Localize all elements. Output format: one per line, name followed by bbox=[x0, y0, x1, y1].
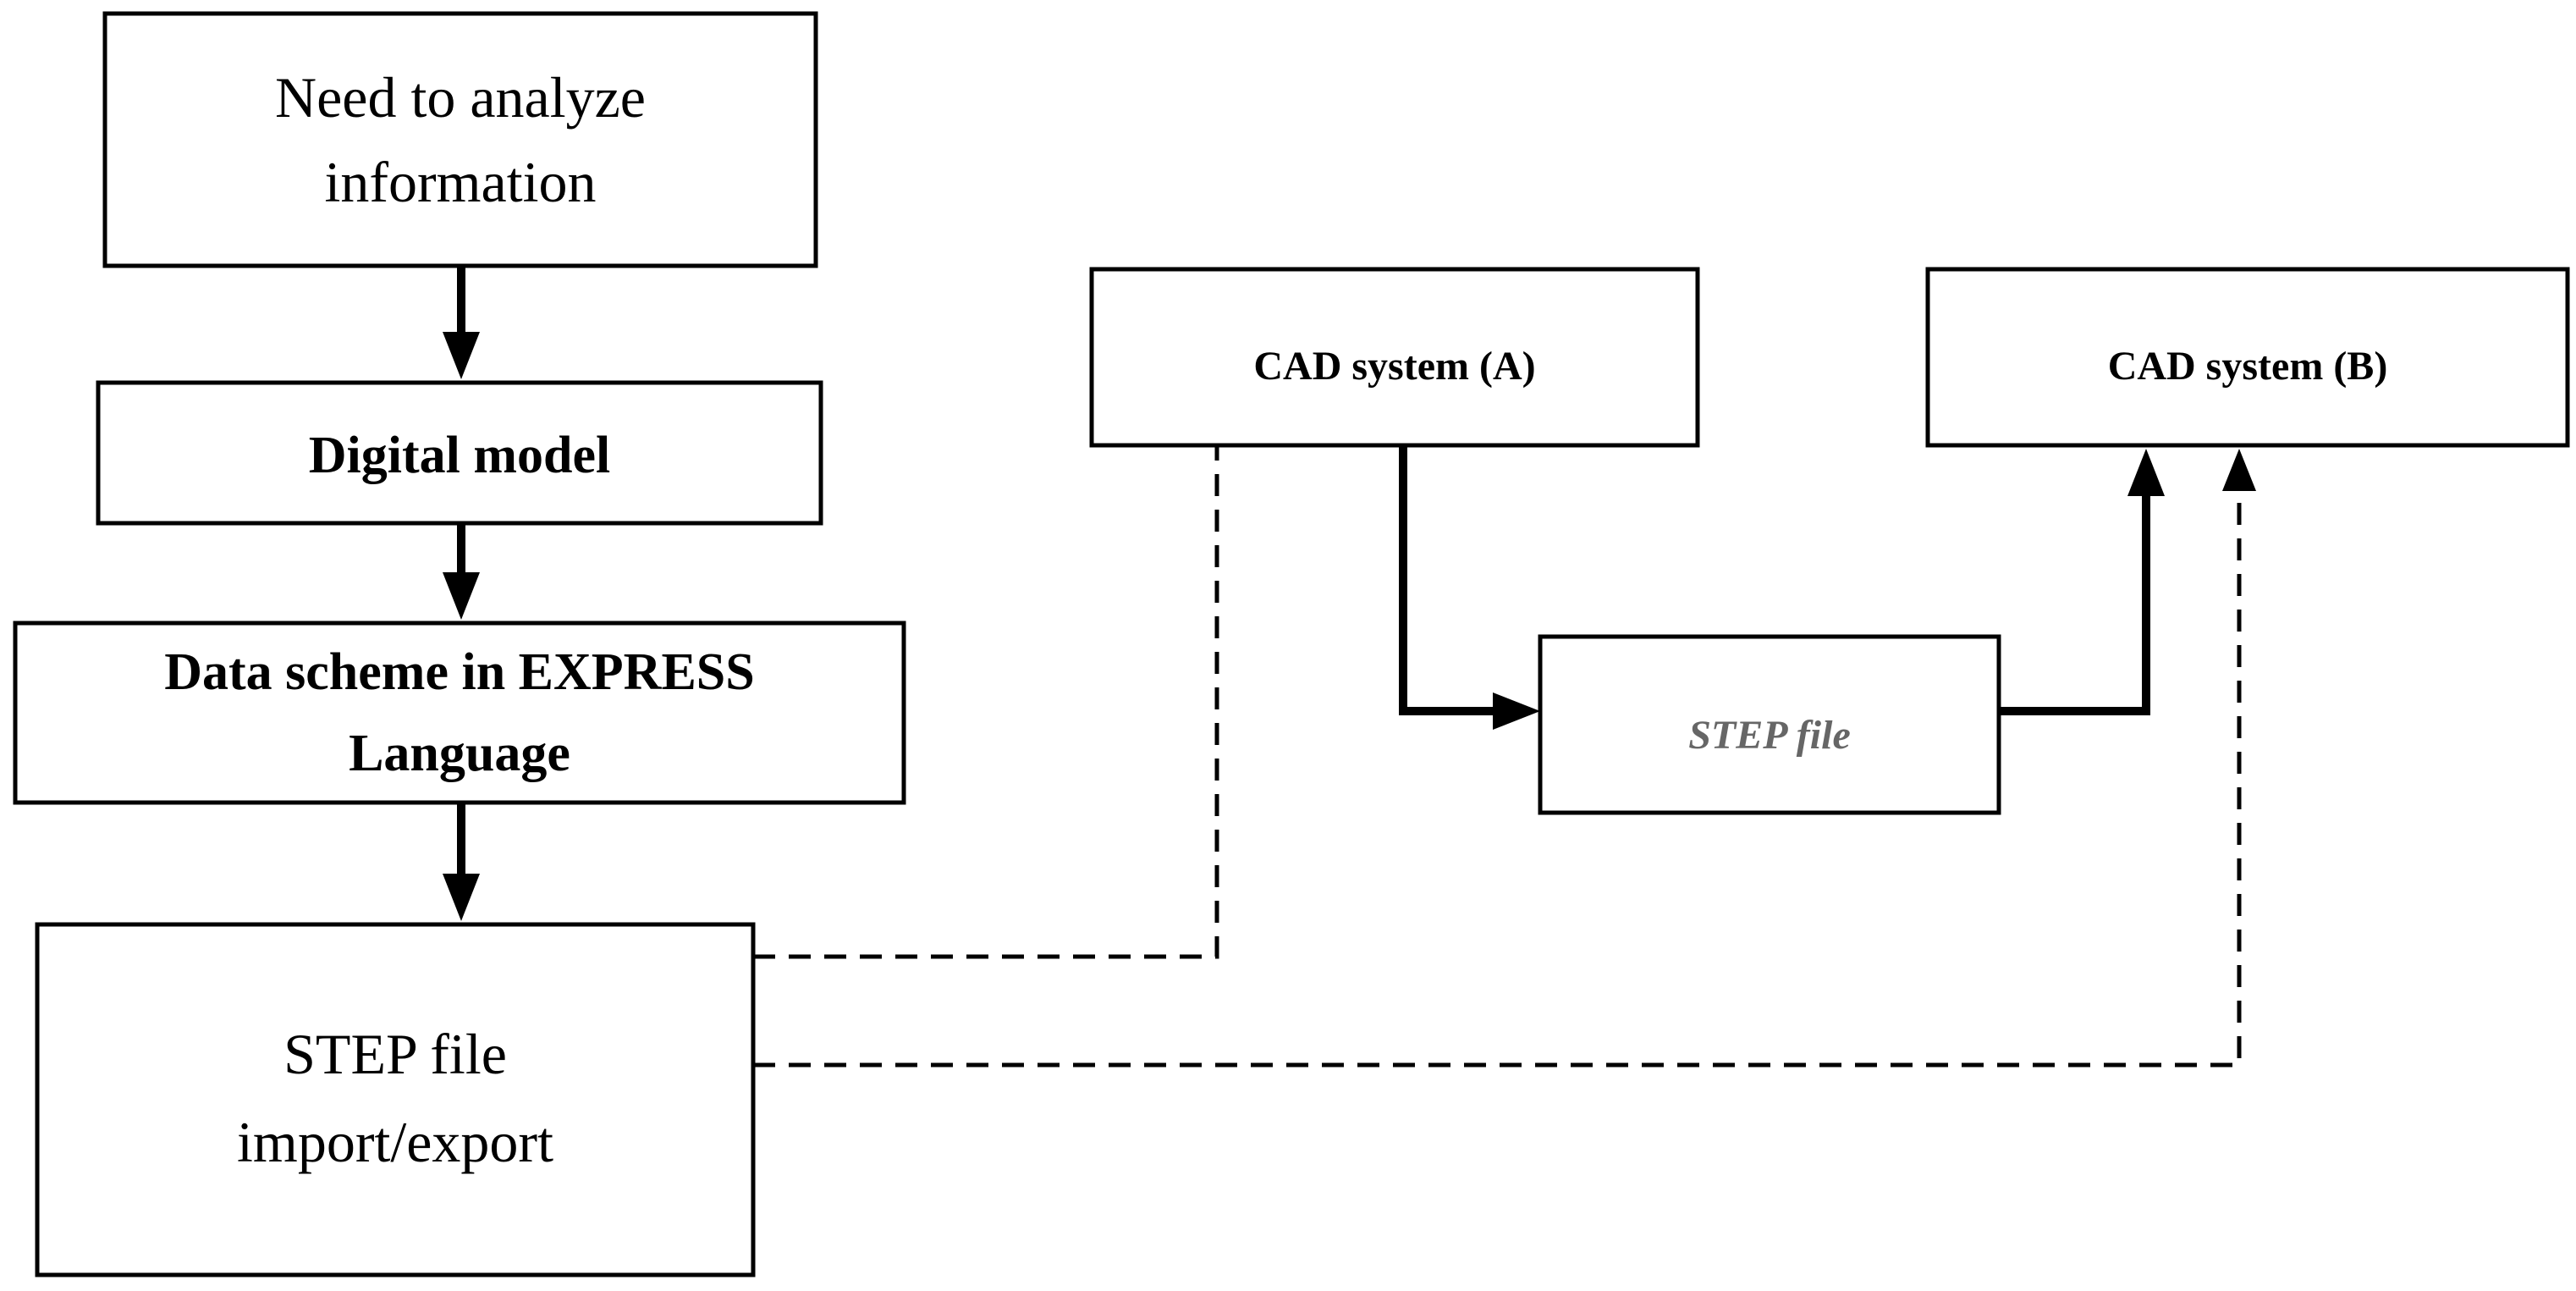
cad-system-b-label: CAD system (B) bbox=[2108, 344, 2388, 389]
step-file-box: STEP file bbox=[1538, 634, 2001, 815]
step-file-label: STEP file bbox=[1688, 713, 1851, 758]
data-scheme-box: Data scheme in EXPRESS Language bbox=[13, 621, 906, 805]
cad-system-b-box: CAD system (B) bbox=[1925, 267, 2570, 448]
dashed-link-step-to-cad-a bbox=[753, 445, 1219, 959]
arrow-cad-a-to-step-file bbox=[1399, 445, 1540, 730]
data-scheme-line1: Data scheme in EXPRESS bbox=[164, 643, 755, 701]
arrow-digital-to-scheme bbox=[443, 523, 480, 620]
data-scheme-line2: Language bbox=[349, 725, 570, 782]
cad-system-a-box: CAD system (A) bbox=[1089, 267, 1700, 448]
arrow-scheme-to-step bbox=[443, 803, 480, 921]
need-to-analyze-line1: Need to analyze bbox=[275, 65, 646, 130]
digital-model-box: Digital model bbox=[96, 380, 823, 526]
arrow-step-file-to-cad-b bbox=[1999, 449, 2165, 715]
need-to-analyze-line2: information bbox=[324, 150, 596, 214]
dashed-link-step-to-cad-b bbox=[753, 449, 2256, 1068]
step-import-export-line2: import/export bbox=[237, 1110, 553, 1174]
cad-system-a-label: CAD system (A) bbox=[1253, 344, 1535, 389]
step-import-export-line1: STEP file bbox=[283, 1022, 507, 1086]
need-to-analyze-box: Need to analyze information bbox=[102, 11, 818, 268]
arrow-need-to-digital bbox=[443, 266, 480, 379]
digital-model-label: Digital model bbox=[309, 427, 610, 484]
step-import-export-box: STEP file import/export bbox=[35, 922, 756, 1277]
